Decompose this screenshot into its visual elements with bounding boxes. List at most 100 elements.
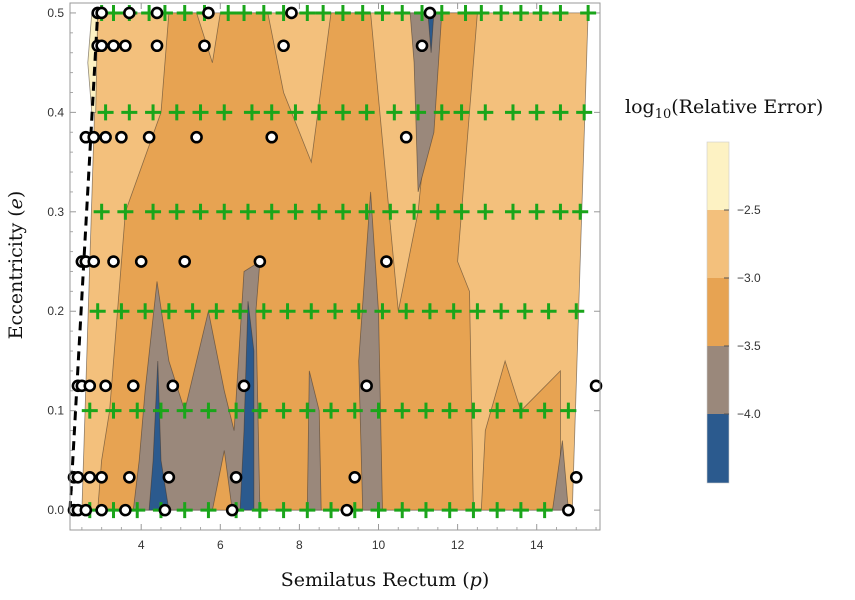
- circle-marker-8: [95, 39, 108, 53]
- plus-marker-104: [441, 402, 458, 419]
- plus-marker-111: [105, 502, 122, 519]
- circle-marker-11: [150, 39, 164, 53]
- plus-marker-95: [228, 402, 245, 419]
- plus-marker-18: [433, 4, 450, 21]
- plus-marker-101: [370, 402, 387, 419]
- x-tick-label-5: 14: [530, 538, 544, 552]
- circle-marker-4: [202, 6, 215, 20]
- plus-marker-59: [382, 203, 399, 220]
- plus-marker-92: [152, 402, 169, 419]
- plus-marker-72: [184, 303, 201, 320]
- circle-marker-29: [253, 255, 267, 268]
- plus-marker-96: [251, 402, 268, 419]
- plus-marker-13: [334, 4, 351, 21]
- plus-marker-47: [93, 203, 110, 220]
- x-tick-label-2: 8: [296, 538, 303, 552]
- circle-marker-35: [126, 379, 140, 393]
- y-tick-labels: 0.00.10.20.30.40.5: [47, 6, 64, 517]
- circle-marker-41: [71, 470, 85, 484]
- plus-marker-5: [176, 4, 193, 21]
- circle-markers: [67, 6, 603, 517]
- plus-marker-124: [417, 502, 434, 519]
- plus-marker-94: [200, 402, 217, 419]
- plus-marker-34: [287, 104, 304, 121]
- plus-marker-71: [160, 303, 177, 320]
- plus-marker-44: [528, 104, 545, 121]
- plus-marker-108: [536, 402, 553, 419]
- plus-marker-63: [477, 203, 494, 220]
- circle-marker-51: [79, 503, 93, 517]
- circle-marker-43: [95, 470, 108, 484]
- plus-marker-28: [145, 104, 162, 121]
- circle-marker-33: [83, 379, 97, 393]
- plus-marker-125: [441, 502, 458, 519]
- legend-tick-label-0: −2.5: [737, 203, 761, 217]
- plus-marker-86: [516, 303, 533, 320]
- plus-marker-102: [394, 402, 411, 419]
- plus-marker-67: [572, 203, 589, 220]
- legend-swatch-1: [707, 210, 729, 278]
- plus-marker-39: [410, 104, 427, 121]
- circle-marker-45: [162, 470, 176, 484]
- plus-marker-41: [453, 104, 470, 121]
- plus-marker-78: [327, 303, 343, 320]
- contour-regions: [81, 12, 589, 511]
- circle-marker-20: [190, 130, 203, 144]
- plus-marker-62: [453, 203, 470, 220]
- x-axis-label: Semilatus Rectum (p): [281, 569, 490, 591]
- plus-marker-30: [192, 104, 209, 121]
- plus-marker-107: [512, 402, 529, 419]
- plus-marker-8: [236, 4, 253, 21]
- circle-marker-28: [178, 255, 192, 268]
- circle-marker-38: [360, 379, 373, 393]
- circle-marker-3: [150, 6, 164, 20]
- plus-marker-15: [374, 4, 391, 21]
- plus-marker-40: [433, 104, 450, 121]
- plus-marker-53: [239, 203, 256, 220]
- circle-marker-5: [285, 6, 298, 20]
- plus-marker-65: [528, 203, 545, 220]
- plus-marker-21: [493, 4, 510, 21]
- plus-marker-79: [350, 303, 367, 320]
- legend-swatch-2: [707, 278, 729, 346]
- plus-marker-1: [105, 4, 122, 21]
- circle-marker-18: [115, 130, 128, 144]
- plus-marker-68: [89, 303, 106, 320]
- legend-swatch-0: [707, 142, 729, 210]
- circle-marker-36: [166, 379, 180, 393]
- circle-marker-13: [277, 39, 290, 53]
- circle-marker-57: [562, 503, 575, 517]
- plus-marker-89: [81, 402, 98, 419]
- plus-marker-9: [255, 4, 272, 21]
- plus-marker-103: [417, 402, 434, 419]
- circle-marker-37: [237, 379, 251, 393]
- plus-marker-57: [334, 203, 351, 220]
- plus-marker-129: [536, 502, 553, 519]
- circle-marker-42: [83, 470, 97, 484]
- plus-marker-73: [208, 303, 225, 320]
- x-tick-label-4: 12: [451, 538, 465, 552]
- circle-marker-19: [142, 130, 156, 144]
- plus-marker-36: [334, 104, 351, 121]
- plus-marker-66: [552, 203, 569, 220]
- plus-marker-61: [429, 203, 446, 220]
- plus-marker-69: [113, 303, 130, 320]
- legend-swatch-4: [707, 414, 729, 483]
- y-tick-label-4: 0.4: [47, 105, 64, 119]
- plus-marker-33: [263, 104, 280, 121]
- plus-marker-45: [552, 104, 569, 121]
- plus-marker-16: [394, 4, 411, 21]
- plus-marker-123: [394, 502, 411, 519]
- plus-marker-82: [421, 303, 438, 320]
- plus-marker-12: [315, 4, 332, 21]
- plus-marker-14: [354, 4, 371, 21]
- plus-marker-54: [263, 203, 280, 220]
- plus-marker-49: [145, 203, 162, 220]
- plus-marker-117: [251, 502, 268, 519]
- plus-marker-48: [117, 203, 134, 220]
- circle-marker-10: [119, 39, 132, 53]
- plus-marker-126: [465, 502, 482, 519]
- circle-marker-21: [265, 130, 279, 144]
- plus-marker-80: [374, 303, 391, 320]
